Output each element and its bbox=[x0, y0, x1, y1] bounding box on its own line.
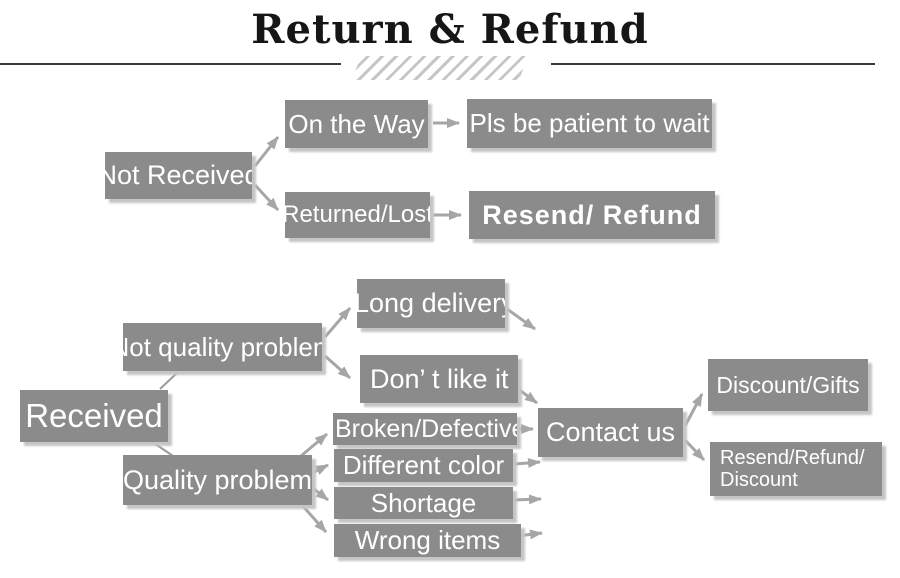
node-not-received: Not Received bbox=[105, 152, 252, 199]
arrow bbox=[506, 307, 536, 331]
node-shortage: Shortage bbox=[334, 487, 513, 519]
diagonal-stripes-decoration bbox=[352, 56, 528, 80]
header-rule-right bbox=[551, 63, 875, 65]
connector-line bbox=[150, 440, 174, 457]
node-contact-us: Contact us bbox=[538, 408, 683, 457]
node-resend-refund-discount: Resend/Refund/ Discount bbox=[710, 442, 882, 496]
node-discount-gifts: Discount/Gifts bbox=[708, 359, 868, 411]
arrow bbox=[512, 494, 542, 505]
node-received: Received bbox=[20, 390, 168, 442]
arrow bbox=[683, 438, 706, 462]
node-broken-defective: Broken/Defective bbox=[333, 413, 517, 445]
arrow bbox=[313, 463, 329, 475]
page-title: Return & Refund bbox=[251, 6, 649, 53]
node-different-color: Different color bbox=[334, 449, 513, 482]
node-not-quality-problem: Not quality problem bbox=[123, 323, 322, 371]
node-pls-be-patient: Pls be patient to wait bbox=[467, 99, 712, 148]
node-wrong-items: Wrong items bbox=[334, 524, 521, 557]
arrow bbox=[253, 136, 280, 167]
connector-line bbox=[159, 371, 179, 390]
arrow bbox=[323, 307, 352, 338]
node-dont-like-it: Don’ t like it bbox=[360, 355, 518, 403]
node-returned-lost: Returned/Lost bbox=[285, 192, 430, 238]
arrow bbox=[324, 354, 351, 380]
header-rule-left bbox=[0, 63, 341, 65]
node-quality-problem: Quality problem bbox=[123, 455, 312, 505]
node-on-the-way: On the Way bbox=[285, 100, 428, 148]
arrow bbox=[514, 457, 541, 468]
node-resend-refund-discount-line2: Discount bbox=[720, 469, 798, 491]
node-resend-refund: Resend/ Refund bbox=[469, 191, 715, 239]
arrow bbox=[313, 487, 329, 502]
arrow bbox=[683, 393, 704, 427]
node-resend-refund-discount-line1: Resend/Refund/ bbox=[720, 446, 865, 469]
arrow bbox=[300, 432, 328, 458]
node-long-delivery: Long delivery bbox=[357, 279, 505, 328]
arrow bbox=[253, 183, 280, 212]
arrow bbox=[299, 503, 328, 533]
